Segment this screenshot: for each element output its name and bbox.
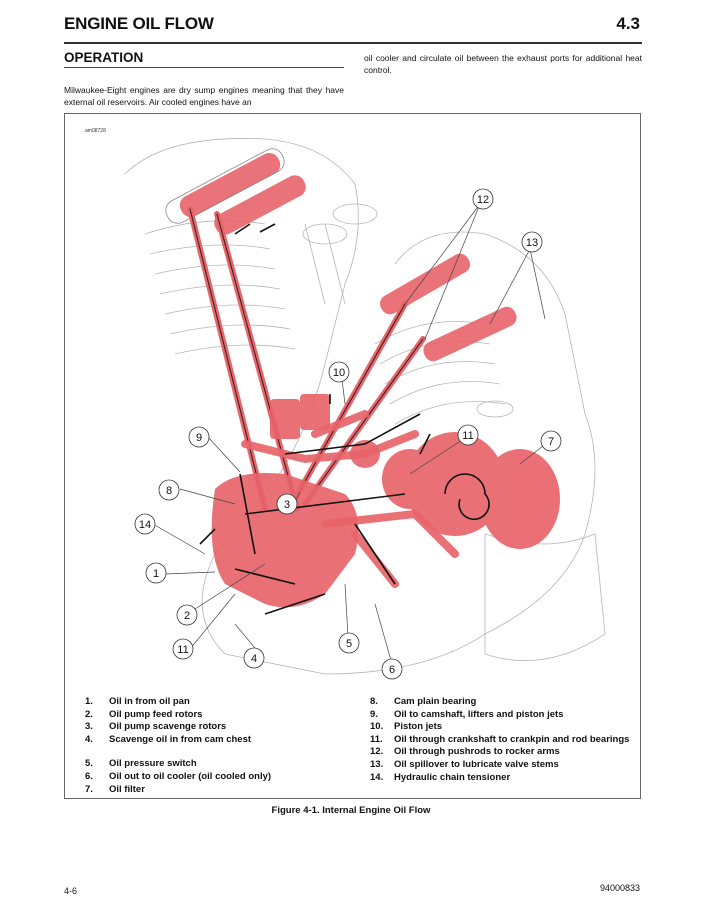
legend-left-column: 1.Oil in from oil pan 2.Oil pump feed ro… (85, 696, 365, 796)
title-rule (64, 42, 642, 44)
engine-line-art (124, 138, 606, 675)
legend-item: 3.Oil pump scavenge rotors (85, 721, 227, 733)
callout-6: 6 (381, 658, 403, 680)
svg-text:14: 14 (139, 519, 151, 531)
svg-text:11: 11 (177, 644, 188, 656)
callout-5: 5 (338, 632, 360, 654)
callout-2: 2 (176, 604, 198, 626)
svg-text:7: 7 (548, 436, 554, 448)
legend-item: 14.Hydraulic chain tensioner (370, 771, 511, 783)
figure-frame: am08728 (64, 113, 641, 799)
legend-spacer (85, 746, 365, 758)
callout-11-upper: 11 (457, 424, 479, 446)
svg-text:3: 3 (284, 499, 290, 511)
legend-item: 5.Oil pressure switch (85, 758, 197, 770)
legend-item: 7.Oil filter (85, 783, 145, 795)
legend-item: 2.Oil pump feed rotors (85, 708, 203, 720)
paragraph-left-column: Milwaukee-Eight engines are dry sump eng… (64, 85, 344, 107)
figure-id-label: am08728 (85, 128, 106, 134)
callout-14: 14 (134, 513, 156, 535)
flow-arrows (199, 223, 490, 615)
callout-7: 7 (540, 430, 562, 452)
callout-12: 12 (472, 188, 494, 210)
pushrods (187, 206, 426, 512)
section-number: 4.3 (616, 14, 640, 33)
callout-1: 1 (145, 562, 167, 584)
section-heading: OPERATION (64, 50, 144, 65)
svg-text:5: 5 (346, 638, 352, 650)
callout-leaders (152, 203, 549, 665)
callout-10: 10 (328, 361, 350, 383)
legend-right-column: 8.Cam plain bearing 9.Oil to camshaft, l… (370, 696, 630, 784)
section-heading-rule (64, 67, 344, 68)
callout-8: 8 (158, 479, 180, 501)
legend-item: 4.Scavenge oil in from cam chest (85, 733, 252, 745)
svg-text:2: 2 (184, 610, 190, 622)
callout-3: 3 (276, 493, 298, 515)
front-rocker-assembly (165, 148, 306, 235)
svg-text:6: 6 (389, 664, 395, 676)
callout-13: 13 (521, 231, 543, 253)
oil-pump-cam-chest (211, 394, 359, 608)
legend-item: 13.Oil spillover to lubricate valve stem… (370, 758, 559, 770)
legend-item: 1.Oil in from oil pan (85, 696, 190, 707)
callout-4: 4 (243, 647, 265, 669)
page-number: 4-6 (64, 886, 78, 896)
svg-text:4: 4 (251, 653, 257, 665)
rear-rocker-assembly (379, 253, 517, 362)
callout-11-lower: 11 (172, 638, 194, 660)
svg-text:11: 11 (462, 430, 473, 442)
legend-item: 12.Oil through pushrods to rocker arms (370, 746, 560, 758)
figure-caption: Figure 4-1. Internal Engine Oil Flow (271, 805, 431, 816)
legend-item: 8.Cam plain bearing (370, 696, 477, 707)
engine-oil-flow-diagram: 1 2 3 4 5 6 7 8 9 10 11 11 12 13 14 (124, 138, 606, 680)
document-number: 94000833 (599, 883, 640, 893)
oil-filter (350, 432, 560, 549)
legend-item: 10.Piston jets (370, 721, 443, 733)
svg-text:13: 13 (526, 237, 538, 249)
page-title: ENGINE OIL FLOW (64, 14, 214, 33)
legend-item: 6.Oil out to oil cooler (oil cooled only… (85, 770, 272, 782)
svg-text:8: 8 (166, 485, 172, 497)
legend-item: 11.Oil through crankshaft to crankpin an… (370, 733, 630, 745)
svg-text:12: 12 (477, 194, 489, 206)
svg-text:1: 1 (153, 568, 159, 580)
paragraph-right-column: oil cooler and circulate oil between the… (364, 53, 642, 75)
svg-text:9: 9 (196, 432, 202, 444)
oil-lines (241, 410, 459, 588)
callout-9: 9 (188, 426, 210, 448)
svg-text:10: 10 (333, 367, 345, 379)
legend-item: 9.Oil to camshaft, lifters and piston je… (370, 708, 564, 720)
